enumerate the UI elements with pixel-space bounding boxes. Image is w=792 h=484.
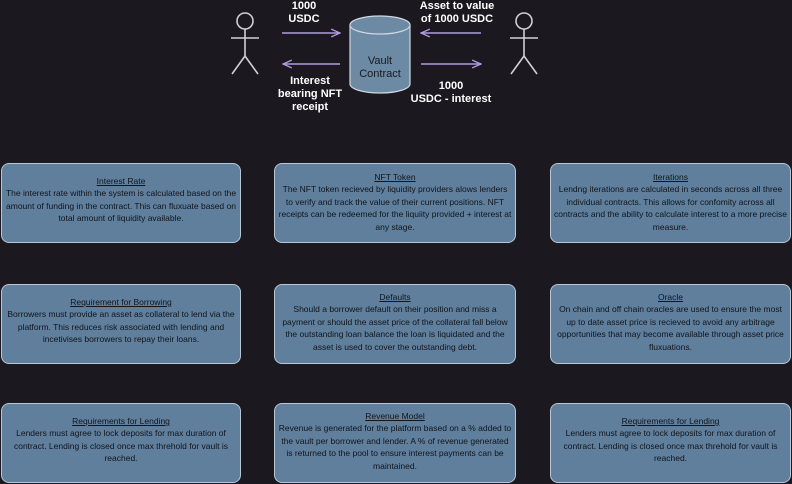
card-title: NFT Token (374, 172, 416, 182)
card-interest-rate: Interest Rate The interest rate within t… (1, 163, 241, 243)
card-body: Should a borrower default on their posit… (282, 304, 508, 352)
card-title: Defaults (379, 292, 411, 302)
card-body: Lenders must agree to lock deposits for … (13, 428, 229, 464)
card-body: On chain and off chain oracles are used … (557, 304, 784, 352)
card-body: Revenue is generated for the platform ba… (278, 423, 512, 471)
receipt-label-line2: bearing NFT (277, 88, 343, 100)
vault-label: Vault Contract (350, 55, 410, 81)
card-title: Requirement for Borrowing (70, 297, 172, 307)
card-body: Lenders must agree to lock deposits for … (563, 428, 778, 464)
collateral-label-line2: of 1000 USDC (420, 13, 494, 25)
borrower-actor-icon (510, 12, 538, 75)
card-title: Iterations (653, 172, 688, 182)
vault-contract-cylinder (349, 15, 411, 94)
card-requirements-lending-2: Requirements for Lending Lenders must ag… (550, 403, 791, 483)
card-revenue-model: Revenue Model Revenue is generated for t… (274, 403, 516, 483)
collateral-label: Asset to value of 1000 USDC (412, 0, 502, 26)
vault-label-line1: Vault (367, 55, 393, 67)
deposit-label: 1000 USDC (272, 0, 336, 26)
card-requirements-lending: Requirements for Lending Lenders must ag… (1, 403, 241, 483)
deposit-label-line1: 1000 (291, 0, 317, 12)
card-body: The interest rate within the system is c… (5, 188, 237, 224)
card-nft-token: NFT Token The NFT token recieved by liqu… (274, 163, 516, 243)
loan-label: 1000 USDC - interest (405, 80, 497, 106)
card-defaults: Defaults Should a borrower default on th… (274, 284, 516, 364)
receipt-label: Interest bearing NFT receipt (270, 75, 350, 114)
loan-label-line2: USDC - interest (410, 93, 492, 105)
card-title: Revenue Model (365, 411, 425, 421)
card-body: Lendng iterations are calculated in seco… (554, 184, 787, 232)
card-title: Requirements for Lending (621, 416, 720, 426)
deposit-label-line2: USDC (288, 13, 320, 25)
card-body: The NFT token recieved by liquidity prov… (278, 184, 512, 232)
collateral-label-line1: Asset to value (419, 0, 495, 12)
receipt-label-line1: Interest (290, 75, 330, 87)
card-requirement-borrowing: Requirement for Borrowing Borrowers must… (1, 284, 241, 364)
receipt-label-line3: receipt (291, 101, 329, 113)
loan-label-line1: 1000 (438, 80, 464, 92)
card-title: Oracle (657, 292, 684, 302)
card-body: Borrowers must provide an asset as colla… (7, 309, 235, 345)
vault-label-line2: Contract (359, 68, 401, 80)
card-iterations: Iterations Lendng iterations are calcula… (550, 163, 791, 243)
card-oracle: Oracle On chain and off chain oracles ar… (550, 284, 791, 364)
depositor-actor-icon (231, 12, 259, 75)
card-title: Interest Rate (96, 176, 146, 186)
card-title: Requirements for Lending (72, 416, 170, 426)
